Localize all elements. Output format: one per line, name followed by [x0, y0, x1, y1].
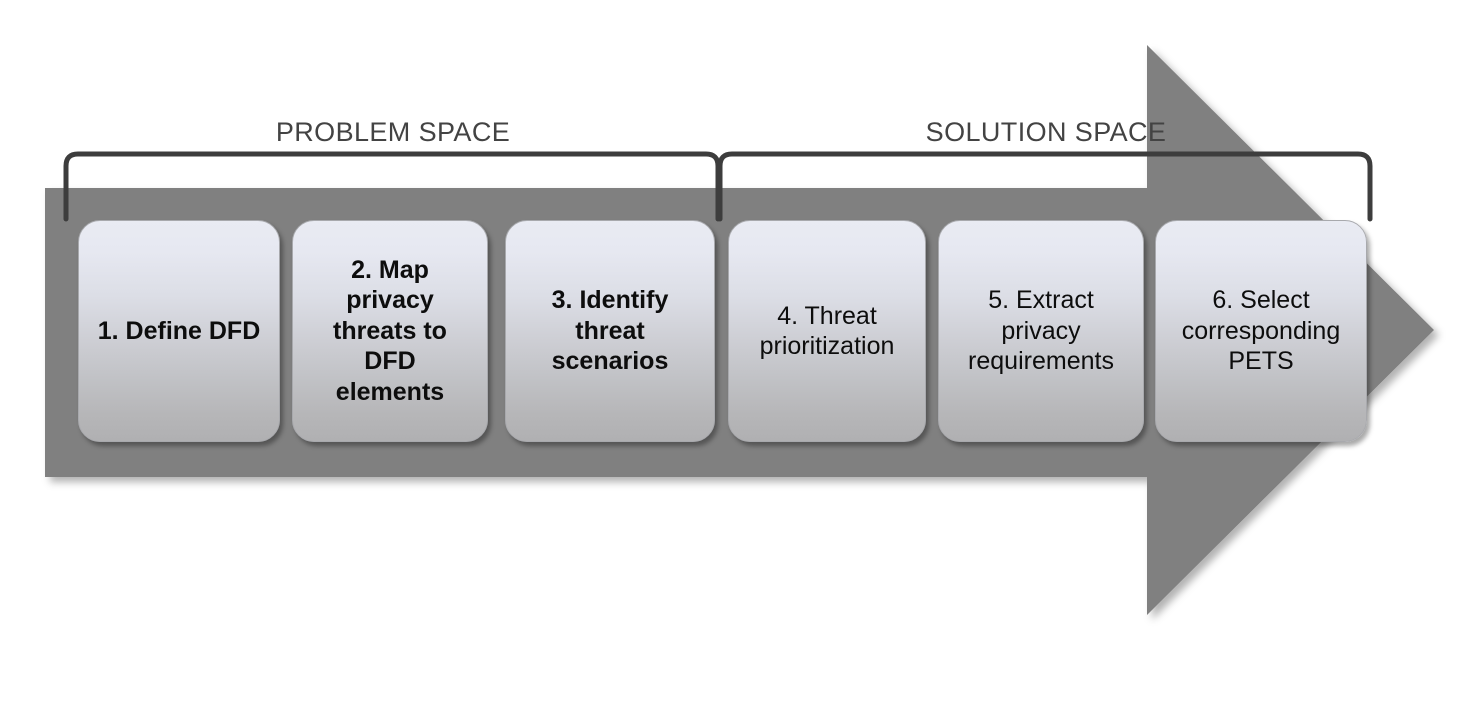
step-box-3[interactable]: 3. Identify threat scenarios: [505, 220, 715, 442]
step-label-3: 3. Identify threat scenarios: [551, 286, 669, 376]
step-label-5: 5. Extract privacy requirements: [968, 286, 1114, 376]
step-label-6: 6. Select corresponding PETS: [1181, 286, 1341, 376]
step-box-2[interactable]: 2. Map privacy threats to DFD elements: [292, 220, 488, 442]
solution-space-label: SOLUTION SPACE: [925, 117, 1167, 147]
step-label-2: 2. Map privacy threats to DFD elements: [333, 255, 447, 406]
step-box-5[interactable]: 5. Extract privacy requirements: [938, 220, 1144, 442]
problem-space-label: PROBLEM SPACE: [275, 117, 511, 147]
step-box-6[interactable]: 6. Select corresponding PETS: [1155, 220, 1367, 442]
step-label-4: 4. Threat prioritization: [759, 301, 895, 361]
step-label-1: 1. Define DFD: [97, 316, 261, 345]
step-box-4[interactable]: 4. Threat prioritization: [728, 220, 926, 442]
step-box-1[interactable]: 1. Define DFD: [78, 220, 280, 442]
